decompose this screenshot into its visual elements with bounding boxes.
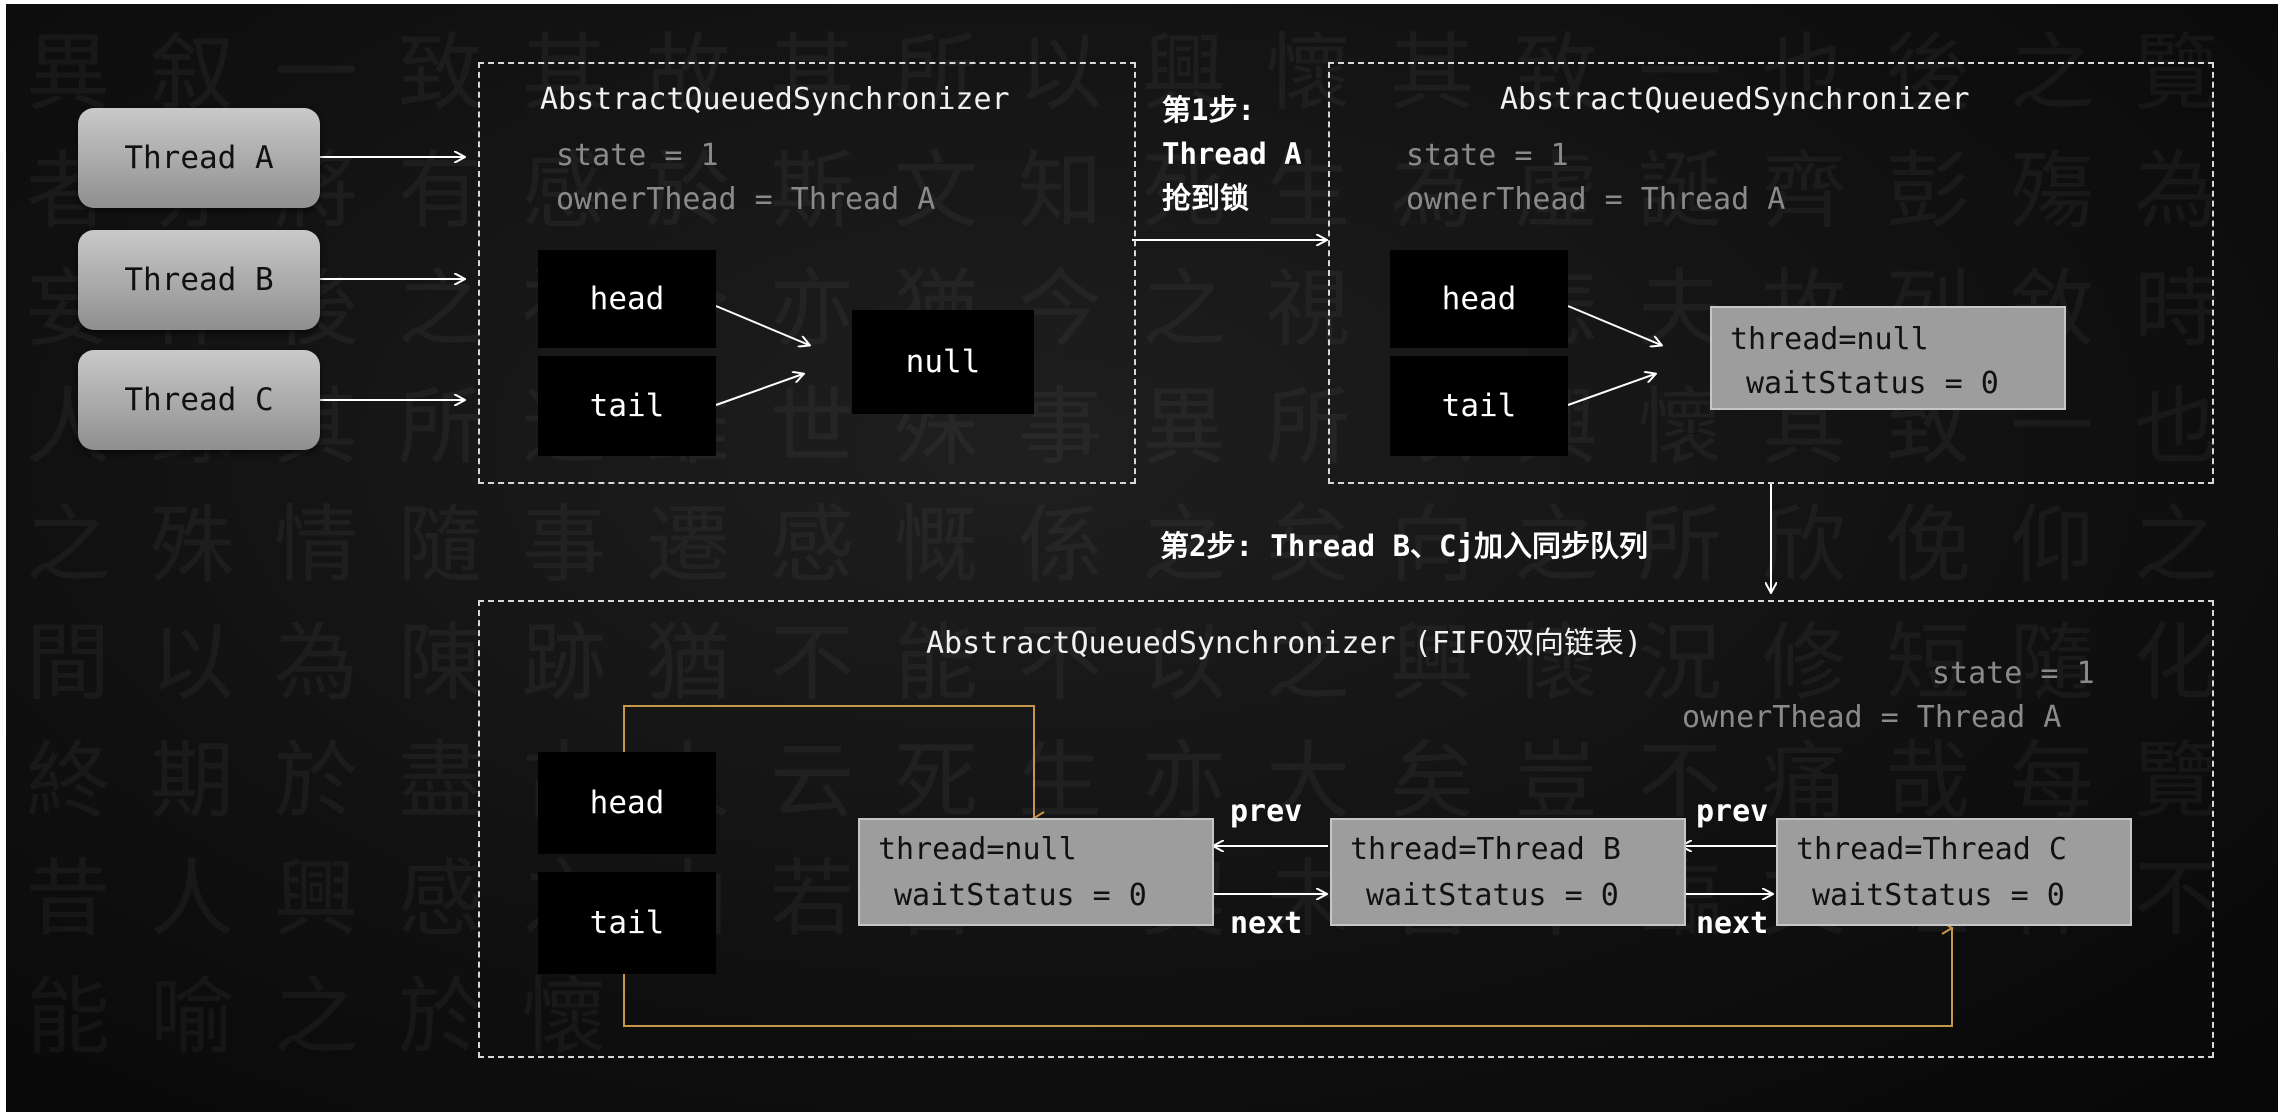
connector-layer [220,4,1954,1027]
panel1-tail: tail [538,356,716,456]
next-label-2: next [1696,906,1769,941]
queue-node-thread: thread=Thread B [1350,832,1621,867]
queue-node-thread-c: thread=Thread C waitStatus = 0 [1776,818,2132,926]
queue-node-thread-b: thread=Thread B waitStatus = 0 [1330,818,1686,926]
next-label-1: next [1230,906,1303,941]
panel2-head: head [1390,250,1568,348]
p2-tail-arrow [1567,374,1655,406]
panel3-state: state = 1 [1932,656,2095,691]
panel1-null: null [852,310,1034,414]
diagram-canvas: 異叙一致其故其所以興懷其致一也後之覽者亦將有感於斯文知死生為虛誕齊彭殤為妄作後之… [6,4,2278,1112]
panel2-node-wait: waitStatus = 0 [1746,366,1999,401]
queue-node-thread: thread=null [878,832,1077,867]
p2-head-arrow [1567,305,1661,345]
panel3-owner: ownerThead = Thread A [1682,700,2062,735]
panel2-node-thread: thread=null [1730,322,1929,357]
queue-node-head: thread=null waitStatus = 0 [858,818,1214,926]
aqs-panel-sync-queue [478,600,2214,1058]
step1-line1: 第1步: [1162,93,1255,127]
thread-b-button: Thread B [78,230,320,330]
panel2-tail: tail [1390,356,1568,456]
panel2-owner: ownerThead = Thread A [1406,182,1786,217]
queue-node-wait: waitStatus = 0 [894,878,1147,913]
panel2-node: thread=null waitStatus = 0 [1710,306,2066,410]
thread-a-button: Thread A [78,108,320,208]
panel2-state: state = 1 [1406,138,1569,173]
prev-label-1: prev [1230,794,1303,829]
step1-line2: Thread A [1162,137,1302,171]
p1-head-arrow [715,305,809,345]
queue-node-wait: waitStatus = 0 [1366,878,1619,913]
queue-node-wait: waitStatus = 0 [1812,878,2065,913]
panel3-tail: tail [538,872,716,974]
aqs-panel-after-acquire [1328,62,2214,484]
panel1-owner: ownerThead = Thread A [556,182,936,217]
step2-label: 第2步: Thread B、Cj加入同步队列 [1160,529,1648,563]
panel2-title: AbstractQueuedSynchronizer [1500,82,1970,117]
panel3-title: AbstractQueuedSynchronizer (FIFO双向链表) [926,626,1643,661]
panel1-title: AbstractQueuedSynchronizer [540,82,1010,117]
step1-label: 第1步: Thread A 抢到锁 [1162,88,1302,220]
prev-label-2: prev [1696,794,1769,829]
tail-pointer-line [623,921,1954,1027]
queue-node-thread: thread=Thread C [1796,832,2067,867]
thread-c-button: Thread C [78,350,320,450]
p1-tail-arrow [715,374,803,406]
head-pointer-line [623,705,1045,825]
panel1-state: state = 1 [556,138,719,173]
panel3-head: head [538,752,716,854]
panel1-head: head [538,250,716,348]
aqs-panel-initial [478,62,1136,484]
step1-line3: 抢到锁 [1162,181,1250,215]
